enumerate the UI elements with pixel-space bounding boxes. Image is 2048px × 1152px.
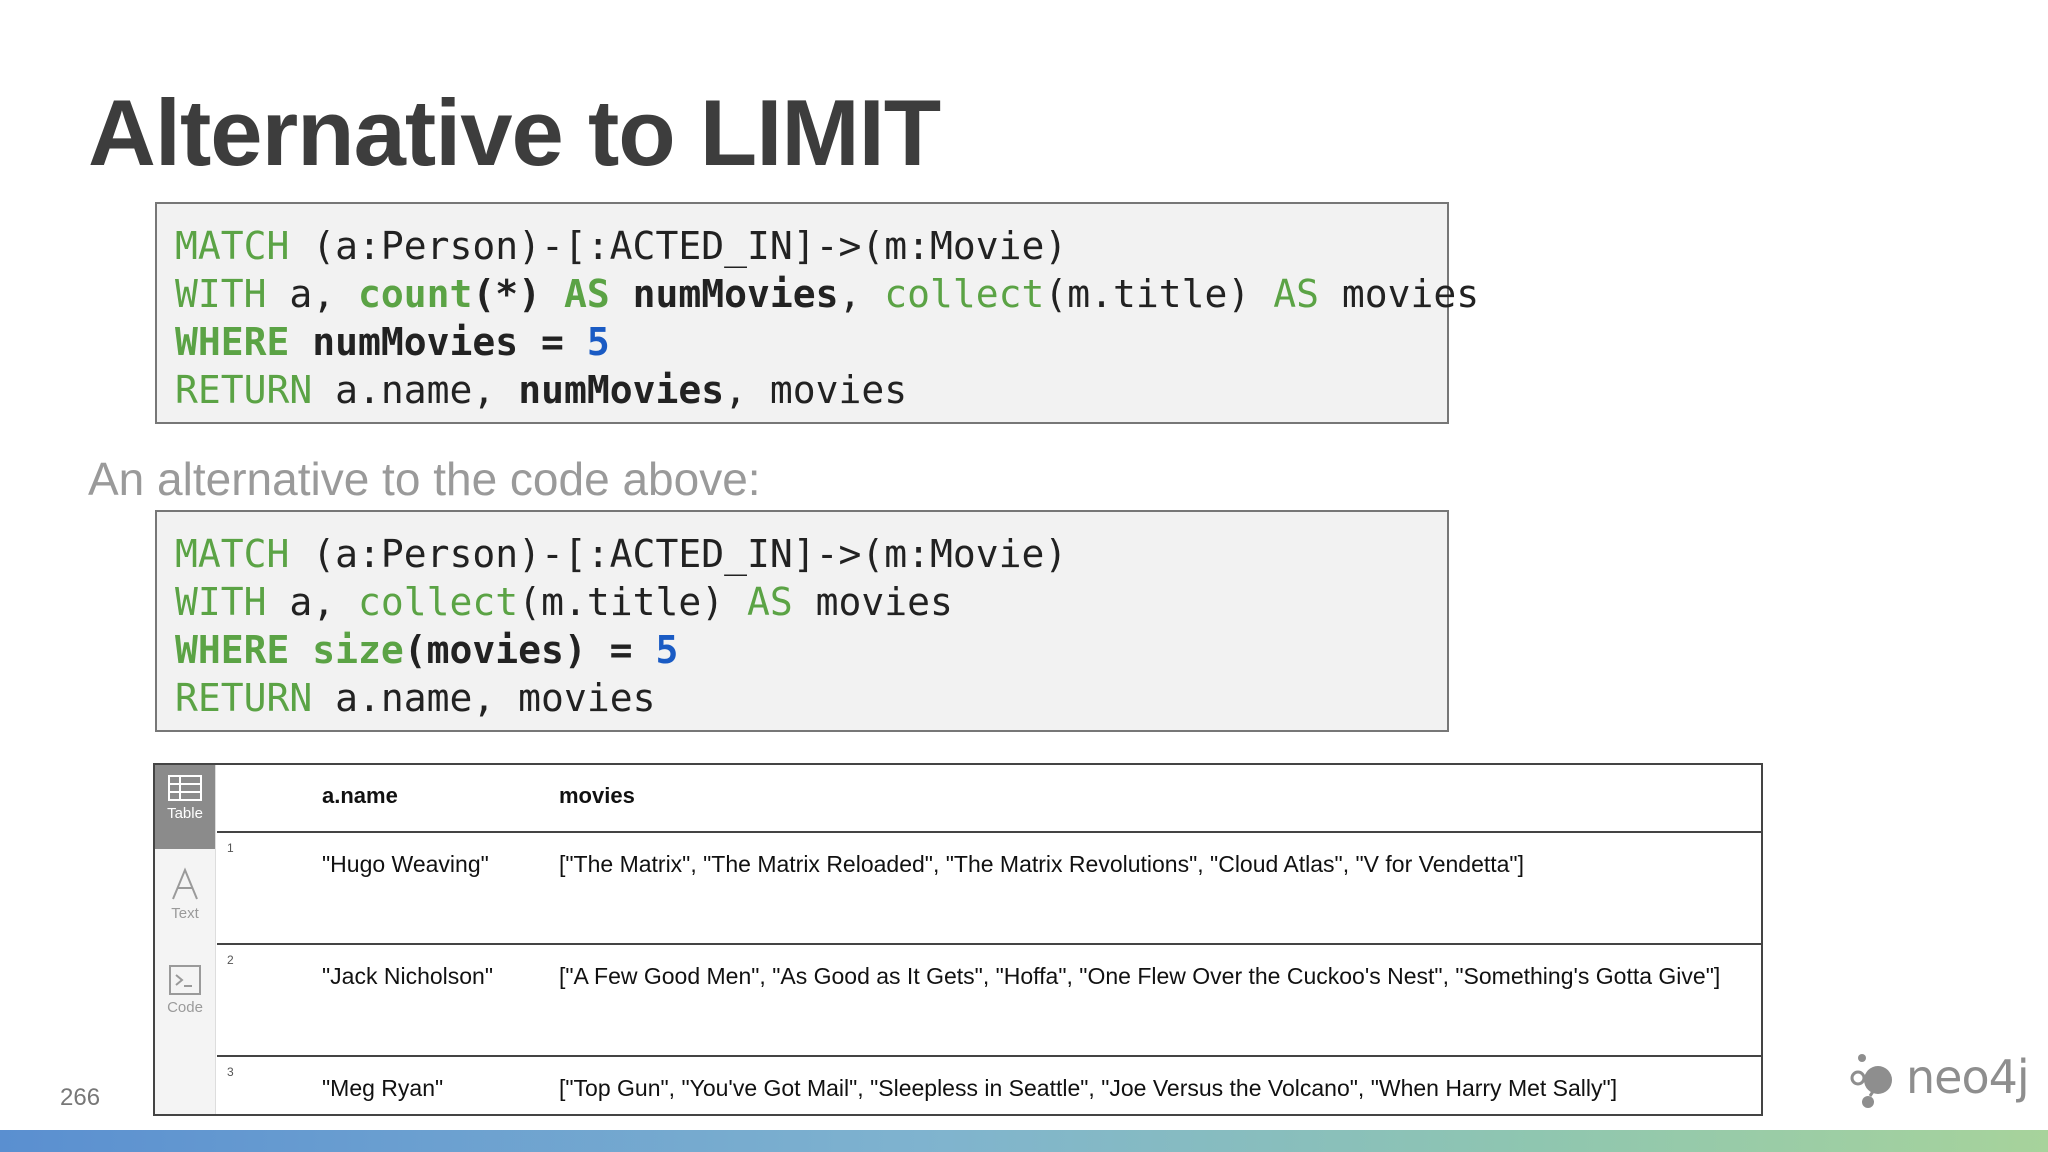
table-view-button[interactable]: Table xyxy=(155,765,215,849)
function-count: count xyxy=(358,272,473,316)
keyword-match: MATCH xyxy=(175,224,290,268)
function-collect: collect xyxy=(884,272,1045,316)
keyword-as: AS xyxy=(563,272,610,316)
logo-text: neo4j xyxy=(1906,1050,2030,1104)
text-view-label: Text xyxy=(171,905,199,922)
table-view-label: Table xyxy=(167,805,203,822)
table-icon xyxy=(168,775,202,801)
keyword-return: RETURN xyxy=(175,676,313,720)
cell-name: "Meg Ryan" xyxy=(322,1075,444,1101)
subtitle: An alternative to the code above: xyxy=(88,453,761,505)
terminal-icon xyxy=(169,965,201,995)
row-number: 1 xyxy=(227,841,234,855)
code-line-1: MATCH (a:Person)-[:ACTED_IN]->(m:Movie) xyxy=(175,532,1068,576)
cell-movies: ["A Few Good Men", "As Good as It Gets",… xyxy=(559,963,1721,989)
keyword-where: WHERE xyxy=(175,320,290,364)
table-header: a.name movies xyxy=(217,765,1761,833)
keyword-return: RETURN xyxy=(175,368,313,412)
results-table: a.name movies 1 "Hugo Weaving" ["The Mat… xyxy=(217,765,1761,1114)
code-line-3: WHERE numMovies = 5 xyxy=(175,320,610,364)
function-collect: collect xyxy=(358,580,519,624)
text-view-button[interactable]: Text xyxy=(155,857,215,941)
code-line-1: MATCH (a:Person)-[:ACTED_IN]->(m:Movie) xyxy=(175,224,1068,268)
result-view-sidebar: Table Text Code xyxy=(155,765,216,1114)
column-header-name[interactable]: a.name xyxy=(322,783,398,808)
row-number: 2 xyxy=(227,953,234,967)
table-row: 3 "Meg Ryan" ["Top Gun", "You've Got Mai… xyxy=(217,1055,1761,1114)
column-header-movies[interactable]: movies xyxy=(559,783,635,808)
page-number: 266 xyxy=(60,1084,101,1111)
keyword-match: MATCH xyxy=(175,532,290,576)
result-panel: Table Text Code a.name movies 1 "Hugo We… xyxy=(153,763,1763,1116)
slide-title: Alternative to LIMIT xyxy=(88,80,941,185)
text-icon xyxy=(172,867,198,900)
table-row: 1 "Hugo Weaving" ["The Matrix", "The Mat… xyxy=(217,831,1761,945)
code-line-2: WITH a, count(*) AS numMovies, collect(m… xyxy=(175,272,1480,316)
code-line-3: WHERE size(movies) = 5 xyxy=(175,628,679,672)
number-literal: 5 xyxy=(586,320,610,364)
cell-movies: ["The Matrix", "The Matrix Reloaded", "T… xyxy=(559,851,1524,877)
neo4j-logo: neo4j xyxy=(1848,1050,2030,1110)
keyword-with: WITH xyxy=(175,272,267,316)
keyword-as: AS xyxy=(746,580,793,624)
code-view-button[interactable]: Code xyxy=(155,955,215,1039)
cell-movies: ["Top Gun", "You've Got Mail", "Sleeples… xyxy=(559,1075,1618,1101)
number-literal: 5 xyxy=(655,628,679,672)
row-number: 3 xyxy=(227,1065,234,1079)
code-view-label: Code xyxy=(167,999,203,1016)
keyword-with: WITH xyxy=(175,580,267,624)
footer-gradient-bar xyxy=(0,1130,2048,1152)
code-block-original: MATCH (a:Person)-[:ACTED_IN]->(m:Movie) … xyxy=(155,202,1480,424)
cell-name: "Hugo Weaving" xyxy=(322,851,489,877)
keyword-where: WHERE xyxy=(175,628,290,672)
cell-name: "Jack Nicholson" xyxy=(322,963,494,989)
table-row: 2 "Jack Nicholson" ["A Few Good Men", "A… xyxy=(217,943,1761,1057)
code-block-alternative: MATCH (a:Person)-[:ACTED_IN]->(m:Movie) … xyxy=(155,510,1449,732)
graph-icon xyxy=(1850,1054,1892,1108)
keyword-as: AS xyxy=(1273,272,1319,316)
code-line-2: WITH a, collect(m.title) AS movies xyxy=(175,580,953,624)
code-line-4: RETURN a.name, movies xyxy=(175,676,656,720)
code-line-4: RETURN a.name, numMovies, movies xyxy=(175,368,908,412)
function-size: size xyxy=(289,628,404,672)
